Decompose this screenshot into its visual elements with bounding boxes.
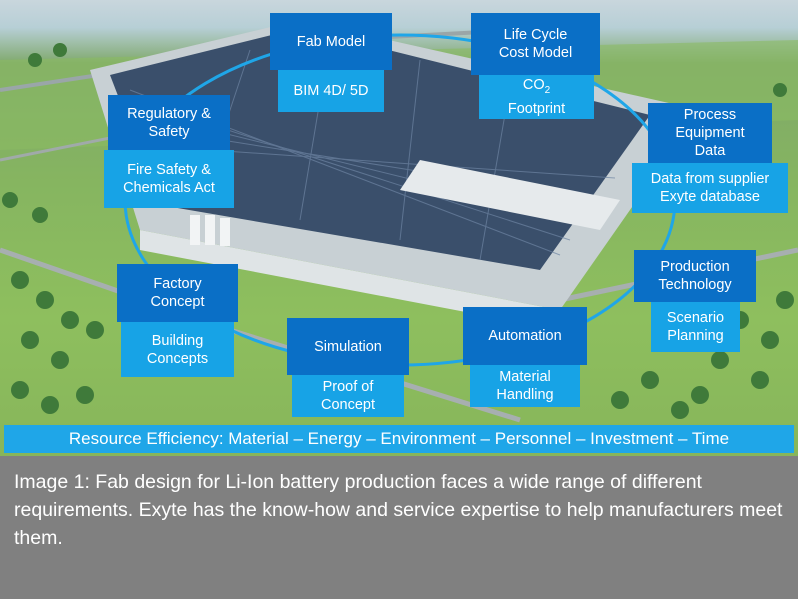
regulatory-line2: Safety (148, 123, 190, 140)
life-cycle-line1: Life Cycle (503, 27, 568, 43)
factory-concept-title: Factory Concept (117, 264, 238, 322)
simulation-label: Simulation (314, 338, 382, 355)
fab-model-title: Fab Model (270, 13, 392, 70)
planning-label: Planning (667, 328, 724, 344)
process-equipment-title: Process Equipment Data (648, 103, 772, 163)
scenario-label: Scenario (666, 310, 725, 326)
fire-safety-label: Fire Safety & (127, 162, 211, 178)
regulatory-detail: Fire Safety & Chemicals Act (104, 150, 234, 208)
production-line1: Production (660, 259, 730, 275)
simulation-title: Simulation (287, 318, 409, 375)
regulatory-line1: Regulatory & (127, 105, 211, 122)
fab-model-label: Fab Model (296, 33, 366, 50)
concepts-label: Concepts (146, 350, 209, 367)
production-technology-detail: Scenario Planning (651, 302, 740, 352)
simulation-detail: Proof of Concept (292, 375, 404, 417)
chemicals-act-label: Chemicals Act (123, 180, 215, 196)
fab-model-detail-text: BIM 4D/ 5D (293, 83, 369, 99)
fab-model-detail: BIM 4D/ 5D (278, 70, 384, 112)
concept-label: Concept (320, 397, 375, 413)
factory-line2: Concept (150, 294, 205, 310)
material-label: Material (499, 369, 551, 385)
factory-line1: Factory (153, 276, 202, 292)
co2-subscript: 2 (544, 84, 551, 96)
supplier-data-label: Data from supplier (650, 171, 770, 187)
production-line2: Technology (658, 277, 732, 293)
resource-efficiency-banner: Resource Efficiency: Material – Energy –… (4, 425, 794, 453)
image-caption: Image 1: Fab design for Li-Ion battery p… (14, 471, 783, 549)
automation-title: Automation (463, 307, 587, 365)
co2-base: CO (522, 77, 545, 94)
process-equipment-detail: Data from supplier Exyte database (632, 163, 788, 213)
co2-label: CO2 (523, 76, 550, 100)
building-label: Building (151, 332, 204, 349)
proof-of-label: Proof of (322, 379, 374, 395)
process-line3: Data (694, 143, 726, 159)
life-cycle-line2: Cost Model (498, 45, 573, 61)
factory-concept-detail: Building Concepts (121, 322, 234, 377)
life-cycle-title: Life Cycle Cost Model (471, 13, 600, 75)
life-cycle-detail: CO2 Footprint (479, 75, 594, 119)
handling-label: Handling (496, 387, 554, 403)
automation-label: Automation (488, 328, 562, 344)
footprint-label: Footprint (507, 100, 566, 117)
exyte-database-label: Exyte database (660, 189, 760, 205)
regulatory-title: Regulatory & Safety (108, 95, 230, 150)
automation-detail: Material Handling (470, 365, 580, 407)
process-line1: Process (683, 107, 737, 123)
production-technology-title: Production Technology (634, 250, 756, 302)
process-line2: Equipment (675, 125, 745, 141)
